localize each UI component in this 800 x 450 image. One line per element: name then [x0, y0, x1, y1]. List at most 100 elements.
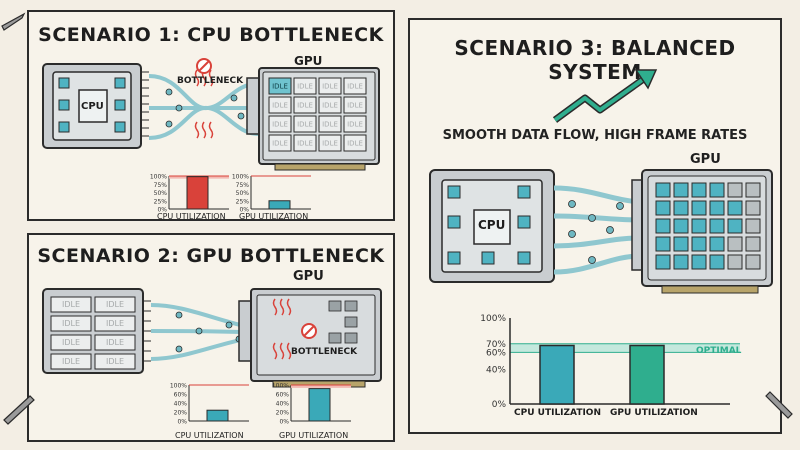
- tick-label: 40%: [174, 401, 188, 408]
- scenario3-cpu-util-label: CPU UTILIZATION: [514, 408, 601, 418]
- idle-text: IDLE: [272, 82, 288, 90]
- tick-label: 70%: [486, 340, 506, 350]
- scenario1-gpu-util-label: GPU UTILIZATION: [239, 212, 309, 221]
- core-cell: [691, 200, 707, 216]
- core-cell: [293, 134, 317, 152]
- core-cell: [94, 353, 136, 370]
- scenario1-diagram: IDLE IDLE IDLE IDLE IDLE IDLE IDLE IDLE IDLE IDLE…: [42, 58, 380, 214]
- core-cell: [709, 200, 725, 216]
- core-cell: [745, 254, 761, 270]
- scenario1-cpu-label: CPU: [81, 101, 104, 112]
- core-cell: [293, 96, 317, 114]
- idle-text: IDLE: [62, 338, 80, 347]
- tick-label: 60%: [174, 392, 188, 399]
- scenario1-title: SCENARIO 1: CPU BOTTLENECK: [38, 24, 384, 46]
- core-cell: [318, 96, 342, 114]
- core-cell: [94, 315, 136, 332]
- core-cell: [268, 134, 292, 152]
- core-cell: [709, 254, 725, 270]
- tick-label: 75%: [154, 182, 168, 189]
- idle-text: IDLE: [297, 139, 313, 147]
- scenario2-title: SCENARIO 2: GPU BOTTLENECK: [37, 245, 385, 267]
- idle-text: IDLE: [297, 101, 313, 109]
- core-cell: [673, 236, 689, 252]
- scenario3-cpu-label: CPU: [478, 218, 506, 232]
- tick-label: 25%: [154, 198, 168, 205]
- core-cell: [727, 218, 743, 234]
- core-cell: [50, 296, 92, 313]
- gpu-cores-grid: IDLE IDLE IDLE IDLE IDLE IDLE IDLE IDLE IDLE IDLE…: [268, 77, 367, 152]
- gpu-cores-grid: [655, 182, 761, 270]
- idle-text: IDLE: [322, 120, 338, 128]
- core-cell: [691, 182, 707, 198]
- bar: [539, 344, 575, 405]
- pencil-icon: [1, 12, 26, 31]
- scenario1-panel: SCENARIO 1: CPU BOTTLENECK: [27, 10, 395, 221]
- core-cell: [50, 334, 92, 351]
- tick-label: 50%: [236, 190, 250, 197]
- tick-label: 60%: [276, 392, 290, 399]
- scenario2-gpu-util-label: GPU UTILIZATION: [279, 431, 349, 440]
- core-cell: [318, 77, 342, 95]
- no-entry-icon: [301, 323, 317, 339]
- bar: [629, 344, 665, 405]
- core-cell: [293, 115, 317, 133]
- tick-label: 100%: [150, 174, 167, 181]
- scenario3-gpu-label: GPU: [690, 152, 721, 167]
- core-cell: [94, 296, 136, 313]
- bar: [186, 176, 209, 210]
- core-cell: [268, 96, 292, 114]
- idle-text: IDLE: [347, 139, 363, 147]
- bar: [268, 200, 291, 210]
- idle-text: IDLE: [322, 82, 338, 90]
- limit-band: [291, 385, 351, 388]
- core-cell: [727, 182, 743, 198]
- core-cell: [655, 254, 671, 270]
- cpu-cores: [447, 185, 531, 265]
- core-cell: [655, 236, 671, 252]
- tick-label: 25%: [236, 198, 250, 205]
- scenario2-bottleneck-label: BOTTLENECK: [291, 347, 358, 357]
- scenario2-cpu-util-label: CPU UTILIZATION: [175, 431, 244, 440]
- idle-text: IDLE: [106, 338, 124, 347]
- scenario2-panel: SCENARIO 2: GPU BOTTLENECK IDLE IDLE IDLE I…: [27, 233, 395, 442]
- core-cell: [268, 115, 292, 133]
- bar: [206, 409, 229, 422]
- idle-text: IDLE: [272, 120, 288, 128]
- tick-label: 100%: [272, 383, 289, 390]
- core-cell: [343, 134, 367, 152]
- scenario2-chart-gpu: 100%60%40%20%0%: [272, 383, 351, 426]
- core-cell: [691, 218, 707, 234]
- tick-label: 60%: [486, 348, 506, 358]
- idle-text: IDLE: [322, 139, 338, 147]
- core-cell: [673, 200, 689, 216]
- scenario3-gpu-util-label: GPU UTILIZATION: [610, 408, 698, 418]
- scenario1-cpu-util-label: CPU UTILIZATION: [157, 212, 226, 221]
- tick-label: 20%: [276, 410, 290, 417]
- no-entry-icon: [196, 58, 212, 74]
- tick-label: 0%: [157, 207, 167, 214]
- core-cell: [268, 77, 292, 95]
- core-cell: [673, 218, 689, 234]
- idle-text: IDLE: [347, 82, 363, 90]
- core-cell: [673, 182, 689, 198]
- idle-text: IDLE: [106, 357, 124, 366]
- tick-label: 50%: [154, 190, 168, 197]
- core-cell: [709, 218, 725, 234]
- core-cell: [343, 77, 367, 95]
- idle-text: IDLE: [347, 120, 363, 128]
- idle-text: IDLE: [106, 319, 124, 328]
- tick-label: 0%: [279, 419, 289, 426]
- idle-text: IDLE: [62, 300, 80, 309]
- cpu-chip: [78, 89, 108, 123]
- scenario2-gpu-label: GPU: [293, 269, 324, 284]
- scenario3-chart: 100%70%60%40%0%: [480, 314, 740, 410]
- tick-label: 0%: [492, 400, 507, 410]
- tick-label: 40%: [486, 366, 506, 376]
- tick-label: 75%: [236, 182, 250, 189]
- tick-label: 0%: [177, 419, 187, 426]
- core-cell: [318, 134, 342, 152]
- core-cell: [727, 236, 743, 252]
- tick-label: 100%: [232, 174, 249, 181]
